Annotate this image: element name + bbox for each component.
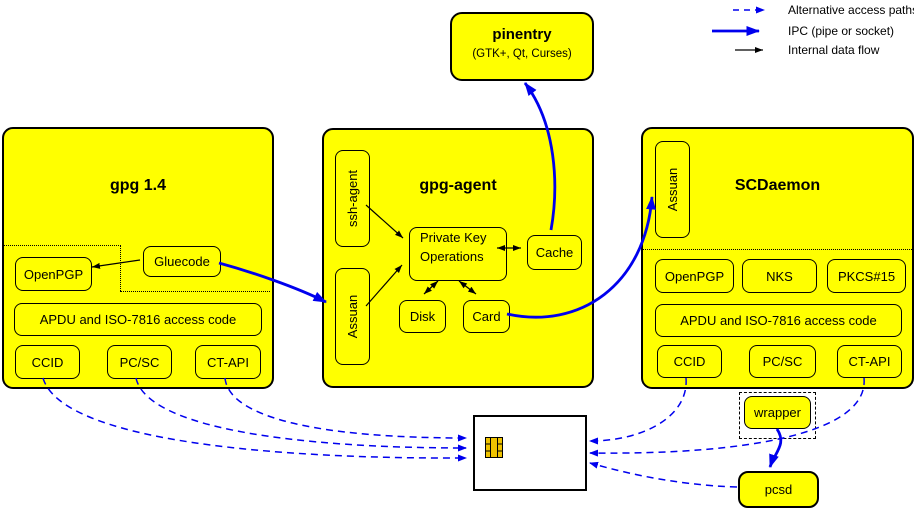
dashed-pcsd-to-card: [589, 461, 738, 488]
gpg14-dotted-separator-bottom: [120, 291, 270, 292]
scdaemon-apdu-label: APDU and ISO-7816 access code: [680, 313, 877, 328]
scdaemon-ccid-label: CCID: [673, 354, 706, 369]
dashed-gpg14-ccid-to-card: [42, 377, 467, 462]
wrapper-label: wrapper: [754, 405, 801, 420]
gpg14-pcsc-label: PC/SC: [119, 354, 160, 370]
legend-internal-flow-label: Internal data flow: [788, 43, 880, 57]
gpg14-apdu-box: APDU and ISO-7816 access code: [14, 303, 262, 336]
scdaemon-openpgp-box: OpenPGP: [655, 259, 734, 293]
pcsd-box: pcsd: [738, 471, 819, 508]
scdaemon-pkcs15-label: PKCS#15: [837, 268, 896, 284]
gpg14-openpgp-label: OpenPGP: [23, 266, 84, 282]
gpg-agent-cache-box: Cache: [527, 235, 582, 270]
gpg14-apdu-label: APDU and ISO-7816 access code: [39, 312, 237, 327]
gpg-agent-private-key-operations-box: Private Key Operations: [409, 227, 507, 281]
scdaemon-pcsc-label: PC/SC: [762, 354, 803, 369]
gpg14-pcsc-box: PC/SC: [107, 345, 172, 379]
dashed-scdaemon-ctapi-to-card: [589, 377, 865, 457]
scdaemon-assuan-label: Assuan: [665, 167, 680, 212]
gpg14-openpgp-box: OpenPGP: [15, 257, 92, 291]
scdaemon-nks-label: NKS: [766, 268, 793, 284]
scdaemon-ctapi-box: CT-API: [837, 345, 902, 378]
gpg-agent-ssh-agent-label: ssh-agent: [345, 169, 360, 228]
pinentry-subtitle: (GTK+, Qt, Curses): [472, 48, 572, 60]
gpg-agent-disk-box: Disk: [399, 300, 446, 333]
gpg-agent-ssh-agent-box: ssh-agent: [335, 150, 370, 247]
wrapper-dashed-container: wrapper: [739, 392, 816, 439]
gpg-agent-card-box: Card: [463, 300, 510, 333]
pinentry-title: pinentry: [492, 26, 552, 43]
gpg-agent-cache-label: Cache: [535, 245, 574, 260]
scdaemon-ctapi-label: CT-API: [848, 354, 891, 369]
gpg14-title: gpg 1.4: [109, 177, 166, 194]
smartcard: [473, 415, 587, 491]
scdaemon-box: SCDaemon Assuan OpenPGP NKS PKCS#15 APDU…: [641, 127, 914, 389]
scdaemon-pcsc-box: PC/SC: [749, 345, 816, 378]
gpg-agent-assuan-label: Assuan: [345, 294, 360, 339]
gpg-agent-assuan-box: Assuan: [335, 268, 370, 365]
scdaemon-title: SCDaemon: [734, 177, 821, 194]
scdaemon-apdu-box: APDU and ISO-7816 access code: [655, 304, 902, 337]
legend-alternative-access-label: Alternative access paths: [788, 3, 914, 17]
pko-label-line2: Operations: [420, 249, 484, 264]
gpg-agent-box: gpg-agent ssh-agent Assuan Private Key O…: [322, 128, 594, 388]
gpg14-ctapi-box: CT-API: [195, 345, 261, 379]
pcsd-label: pcsd: [764, 482, 793, 497]
pko-label-line1: Private Key: [420, 230, 487, 245]
scdaemon-assuan-box: Assuan: [655, 141, 690, 238]
gpg14-ccid-box: CCID: [15, 345, 80, 379]
scdaemon-pkcs15-box: PKCS#15: [827, 259, 906, 293]
gpg-agent-card-label: Card: [472, 309, 501, 324]
gpg14-box: gpg 1.4 OpenPGP Gluecode APDU and ISO-78…: [2, 127, 274, 389]
gpg14-ctapi-label: CT-API: [207, 354, 249, 370]
gpg14-dotted-separator-top: [4, 245, 121, 246]
legend-ipc-label: IPC (pipe or socket): [788, 24, 895, 38]
wrapper-box: wrapper: [744, 396, 811, 429]
scdaemon-ccid-box: CCID: [657, 345, 722, 378]
gpg14-ccid-label: CCID: [31, 354, 64, 370]
pinentry-box: pinentry (GTK+, Qt, Curses): [450, 12, 594, 81]
gpg14-gluecode-label: Gluecode: [154, 254, 210, 269]
scdaemon-nks-box: NKS: [742, 259, 817, 293]
gpg14-dotted-separator-vertical: [120, 245, 121, 291]
gpg-agent-disk-label: Disk: [409, 309, 436, 324]
gpg-agent-title: gpg-agent: [419, 177, 497, 194]
gpg14-gluecode-box: Gluecode: [143, 246, 221, 277]
smartcard-chip-icon: [485, 437, 503, 458]
scdaemon-dotted-separator: [643, 249, 912, 250]
scdaemon-openpgp-label: OpenPGP: [664, 268, 725, 284]
